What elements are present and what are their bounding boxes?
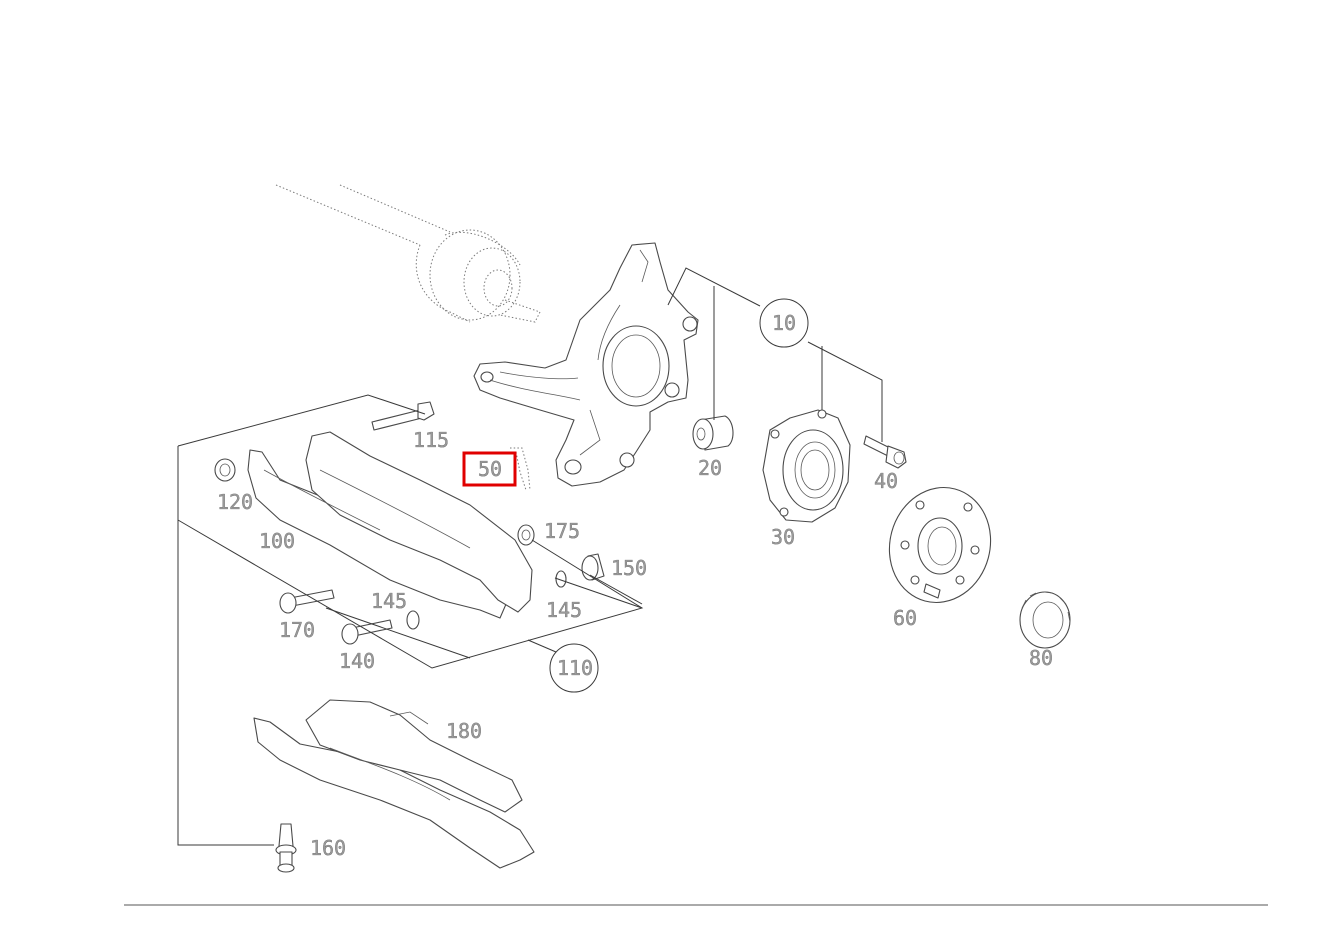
callout-60[interactable]: 60 xyxy=(893,606,917,630)
bolt-part-40[interactable] xyxy=(863,435,907,469)
callout-150[interactable]: 150 xyxy=(611,556,647,580)
washer-part-145-right[interactable] xyxy=(555,570,567,588)
callout-110[interactable]: 110 xyxy=(557,656,593,680)
callout-115[interactable]: 115 xyxy=(413,428,449,452)
callout-120[interactable]: 120 xyxy=(217,490,253,514)
callout-40[interactable]: 40 xyxy=(874,469,898,493)
callout-175[interactable]: 175 xyxy=(544,519,580,543)
highlight-box-50 xyxy=(462,451,517,487)
clip-part-50[interactable] xyxy=(510,447,531,491)
callout-circle-110 xyxy=(549,643,599,693)
callout-10[interactable]: 10 xyxy=(772,311,796,335)
washer-part-145-left[interactable] xyxy=(406,610,420,630)
wheel-hub-part-60[interactable] xyxy=(877,476,1004,614)
cover-part-180[interactable] xyxy=(253,699,535,869)
callout-100[interactable]: 100 xyxy=(259,529,295,553)
leader-lines xyxy=(177,267,883,846)
callout-160[interactable]: 160 xyxy=(310,836,346,860)
callout-180[interactable]: 180 xyxy=(446,719,482,743)
bolt-part-140[interactable] xyxy=(341,619,393,645)
bush-part-20[interactable] xyxy=(692,415,734,451)
drive-shaft-ghost xyxy=(275,184,541,323)
callout-circle-10 xyxy=(759,298,809,348)
nut-part-175[interactable] xyxy=(517,524,535,546)
callout-30[interactable]: 30 xyxy=(771,525,795,549)
wheel-bearing-part-30[interactable] xyxy=(762,409,851,523)
callout-140[interactable]: 140 xyxy=(339,649,375,673)
callout-170[interactable]: 170 xyxy=(279,618,315,642)
bolt-part-115[interactable] xyxy=(371,401,435,431)
control-arm-part-100[interactable] xyxy=(247,431,533,619)
nut-part-120[interactable] xyxy=(214,458,236,482)
callout-50[interactable]: 50 xyxy=(478,457,502,481)
callout-145-right[interactable]: 145 xyxy=(546,598,582,622)
callout-80[interactable]: 80 xyxy=(1029,646,1053,670)
clip-part-160[interactable] xyxy=(275,823,297,873)
callout-145-left[interactable]: 145 xyxy=(371,589,407,613)
steering-knuckle[interactable] xyxy=(473,242,699,487)
bushing-part-150[interactable] xyxy=(581,553,605,581)
callout-20[interactable]: 20 xyxy=(698,456,722,480)
bolt-part-170[interactable] xyxy=(279,589,335,614)
axle-nut-part-80[interactable] xyxy=(1019,591,1071,649)
